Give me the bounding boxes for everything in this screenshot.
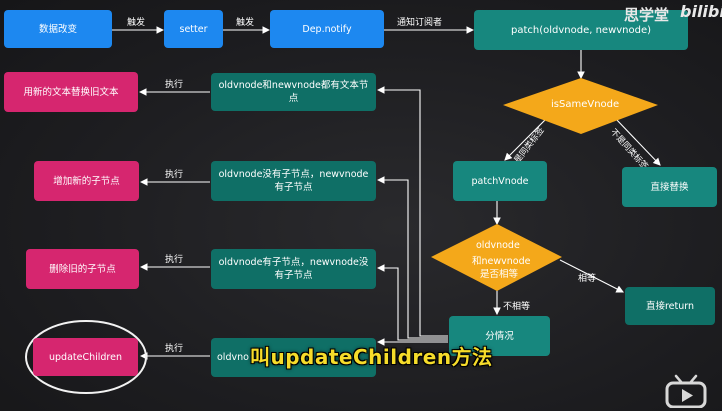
dep-notify-node: Dep.notify xyxy=(270,10,384,48)
edge-split-to-case3 xyxy=(376,264,448,341)
case-old-no-children-node: oldvnode没有子节点，newvnode有子节点 xyxy=(211,161,376,201)
trigger-label-2: 触发 xyxy=(236,18,255,28)
trigger-label-1: 触发 xyxy=(127,18,146,28)
add-children-action: 增加新的子节点 xyxy=(34,161,139,201)
watermark-text: 思学堂 xyxy=(624,6,670,24)
edge-split-to-case2 xyxy=(376,176,448,339)
execute-label-3: 执行 xyxy=(165,255,184,265)
case-old-has-children-node: oldvnode有子节点，newvnode没有子节点 xyxy=(211,249,376,289)
equal-check-text-1: oldvnode xyxy=(476,240,520,251)
case-split-node: 分情况 xyxy=(449,316,550,356)
edge-equal-to-return xyxy=(559,259,624,293)
data-change-node: 数据改变 xyxy=(4,10,112,48)
execute-label-4: 执行 xyxy=(165,344,184,354)
direct-return-node: 直接return xyxy=(625,287,715,325)
not-equal-label: 不相等 xyxy=(503,302,531,312)
execute-label-1: 执行 xyxy=(165,80,184,90)
subtitle-caption: 叫updateChildren方法 xyxy=(250,345,493,369)
edge-issame-to-patchvnode xyxy=(504,117,548,161)
highlight-circle xyxy=(25,320,147,394)
edge-issame-to-replace xyxy=(614,117,661,166)
patch-node: patch(oldvnode, newvnode) xyxy=(474,10,688,50)
patch-vnode-node: patchVnode xyxy=(453,161,547,201)
replace-text-action: 用新的文本替换旧文本 xyxy=(4,72,138,112)
is-same-vnode-text: isSameVnode xyxy=(551,99,620,110)
case-both-text-node: oldvnode和newvnode都有文本节点 xyxy=(211,73,376,111)
case-both-children-node: oldvno xyxy=(211,338,376,377)
setter-node: setter xyxy=(164,10,223,48)
is-same-vnode-diamond xyxy=(503,78,658,134)
notify-subscribers-label: 通知订阅者 xyxy=(397,18,443,28)
equal-check-text-3: 是否相等 xyxy=(480,269,519,280)
bilibili-tv-icon xyxy=(665,374,707,408)
bilibili-logo: bilibili xyxy=(680,2,722,21)
remove-children-action: 删除旧的子节点 xyxy=(26,249,139,289)
edge-split-to-case1 xyxy=(376,86,448,337)
execute-label-2: 执行 xyxy=(165,170,184,180)
equal-check-diamond xyxy=(431,224,562,291)
equal-check-text-2: 和newvnode xyxy=(472,256,531,267)
update-children-action: updateChildren xyxy=(33,338,138,376)
equal-label: 相等 xyxy=(578,274,597,284)
direct-replace-node: 直接替换 xyxy=(622,167,717,207)
